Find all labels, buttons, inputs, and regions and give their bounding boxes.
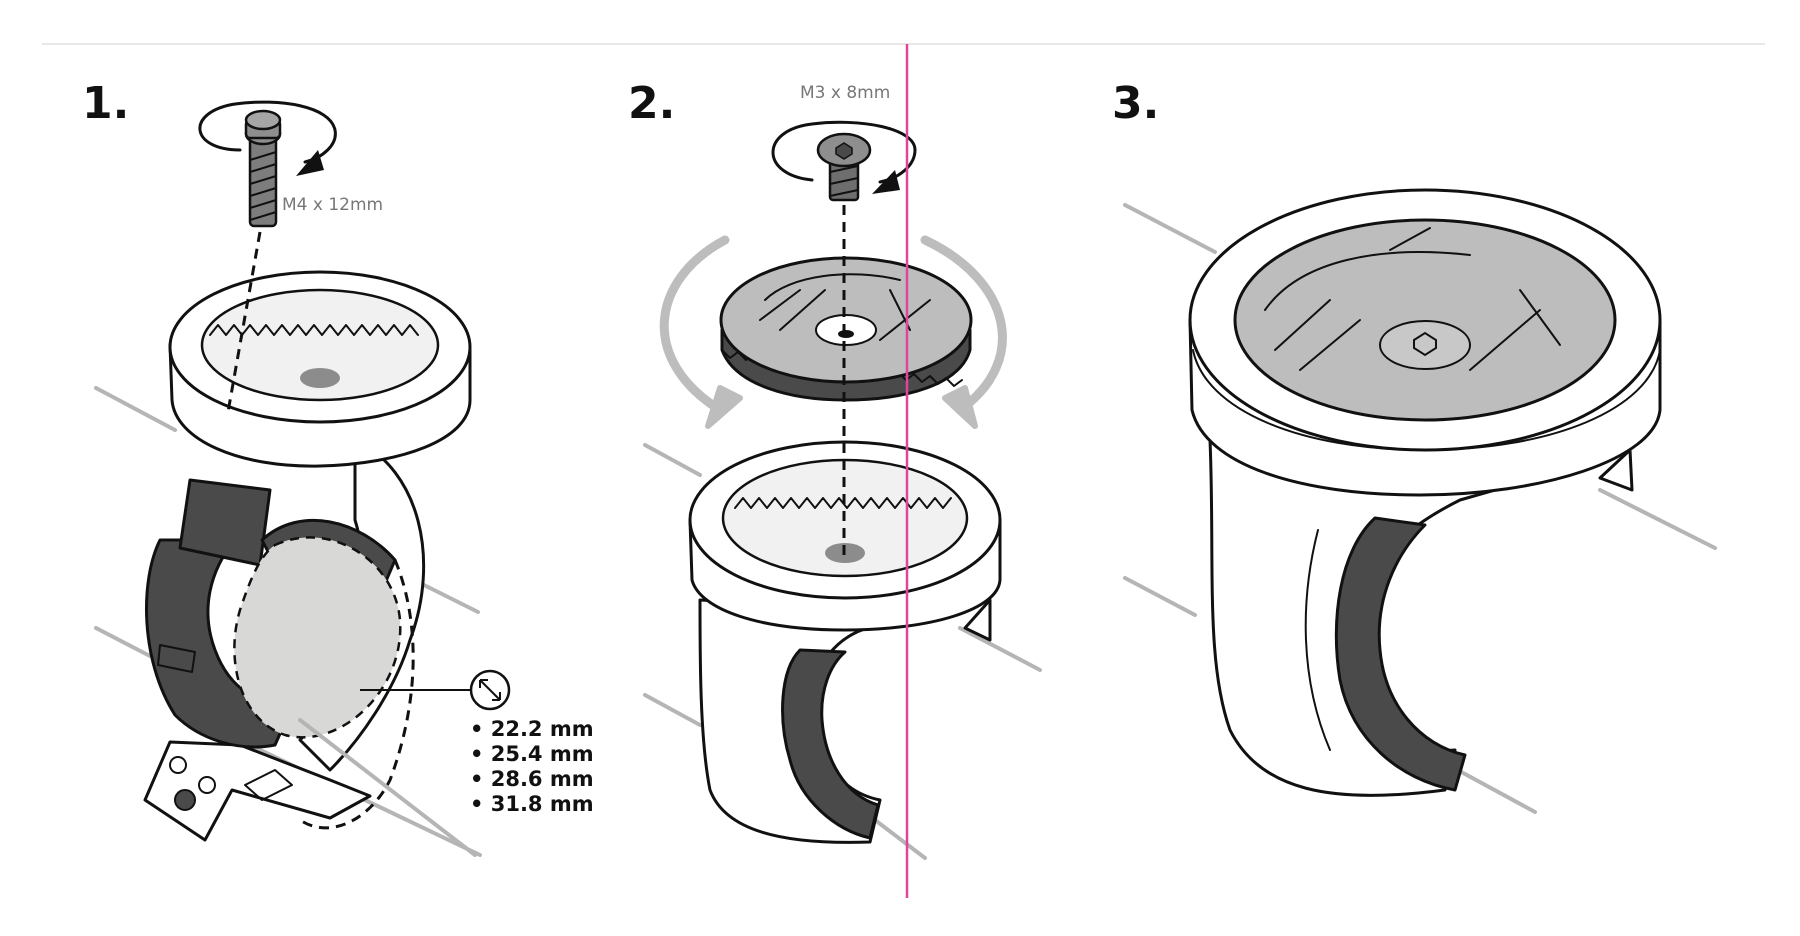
step-3: 3. bbox=[1112, 78, 1717, 814]
rotate-arrow-icon bbox=[920, 235, 1007, 415]
screw-label-step-2: M3 x 8mm bbox=[800, 83, 890, 103]
handlebar-line bbox=[643, 443, 702, 477]
step-1: 1. bbox=[82, 78, 594, 857]
handlebar-line bbox=[1123, 203, 1217, 254]
rubber-shim bbox=[144, 538, 297, 749]
diameter-option: • 25.4 mm bbox=[470, 742, 594, 766]
screw-label-step-1: M4 x 12mm bbox=[282, 195, 383, 215]
diameter-option: • 28.6 mm bbox=[470, 767, 594, 791]
step-2: 2. M3 x 8mm bbox=[628, 78, 1042, 860]
handlebar-line bbox=[94, 386, 177, 432]
step-3-number: 3. bbox=[1112, 78, 1159, 129]
rubber-shim bbox=[781, 648, 880, 840]
handlebar-line bbox=[873, 818, 927, 860]
screw-icon bbox=[198, 100, 337, 228]
screw-icon bbox=[771, 120, 917, 202]
handlebar-line bbox=[958, 626, 1042, 672]
step-2-number: 2. bbox=[628, 78, 675, 129]
handlebar-line bbox=[298, 718, 477, 857]
handlebar-line bbox=[94, 626, 152, 658]
handlebar-line bbox=[643, 693, 702, 727]
rotate-arrow-icon bbox=[659, 235, 730, 415]
handlebar-line bbox=[1123, 576, 1197, 617]
handlebar-line bbox=[1598, 488, 1717, 550]
rotate-arrow-icon bbox=[771, 120, 917, 184]
diameter-option: • 22.2 mm bbox=[470, 717, 594, 741]
diameter-icon bbox=[469, 669, 511, 711]
diameter-option: • 31.8 mm bbox=[470, 792, 594, 816]
rotate-arrow-icon bbox=[198, 100, 337, 164]
clamp-base bbox=[143, 740, 372, 842]
step-1-number: 1. bbox=[82, 78, 129, 129]
rubber-shim bbox=[1334, 516, 1467, 792]
